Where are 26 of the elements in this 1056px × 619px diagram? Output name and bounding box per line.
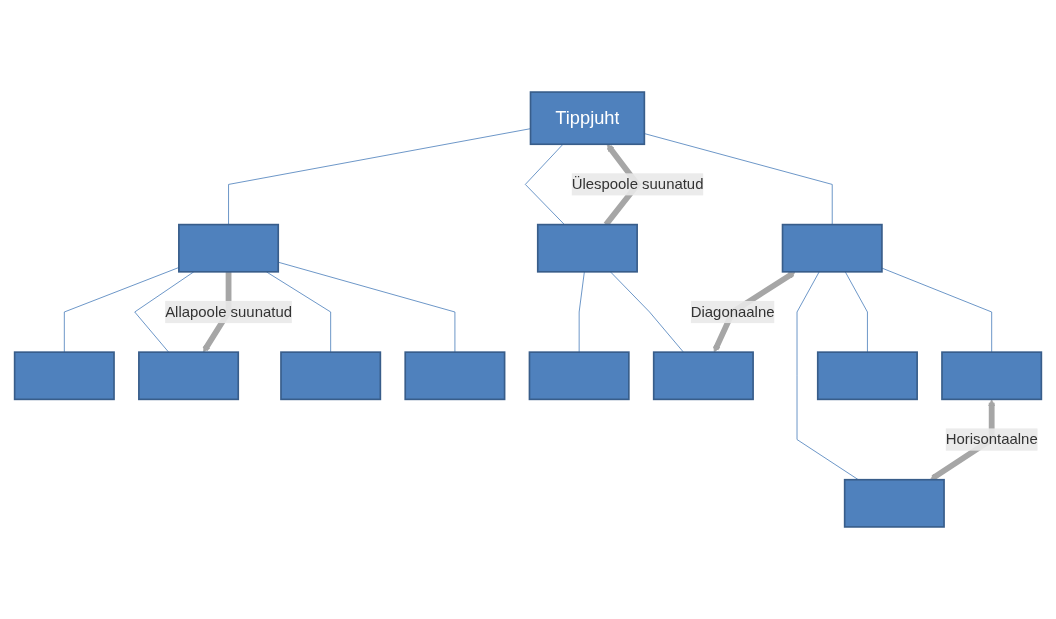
- edge-label: Diagonaalne: [690, 303, 775, 320]
- node-box: [280, 351, 382, 401]
- edge-label: Horisontaalne: [945, 430, 1038, 448]
- node-box: [536, 223, 638, 273]
- node-box: [528, 351, 630, 401]
- connector: [844, 271, 868, 353]
- connector: [796, 271, 859, 481]
- node-box: [781, 223, 883, 273]
- node-box: [941, 351, 1043, 401]
- node-box: Tippjuht: [529, 91, 646, 146]
- node-box: [652, 351, 754, 401]
- node-box: [13, 351, 115, 401]
- node-box: [138, 351, 240, 401]
- node-box: [178, 223, 280, 273]
- connector: [524, 143, 565, 225]
- node-box: [816, 351, 918, 401]
- connector: [610, 271, 684, 353]
- connector: [578, 271, 585, 353]
- connector: [228, 128, 531, 225]
- edge-label: Allapoole suunatud: [165, 303, 292, 320]
- node-box: [404, 351, 506, 401]
- node-box: [843, 478, 945, 528]
- edge-label: Ülespoole suunatud: [571, 175, 704, 193]
- connector: [134, 271, 195, 353]
- connector: [881, 267, 993, 353]
- connector: [265, 271, 332, 353]
